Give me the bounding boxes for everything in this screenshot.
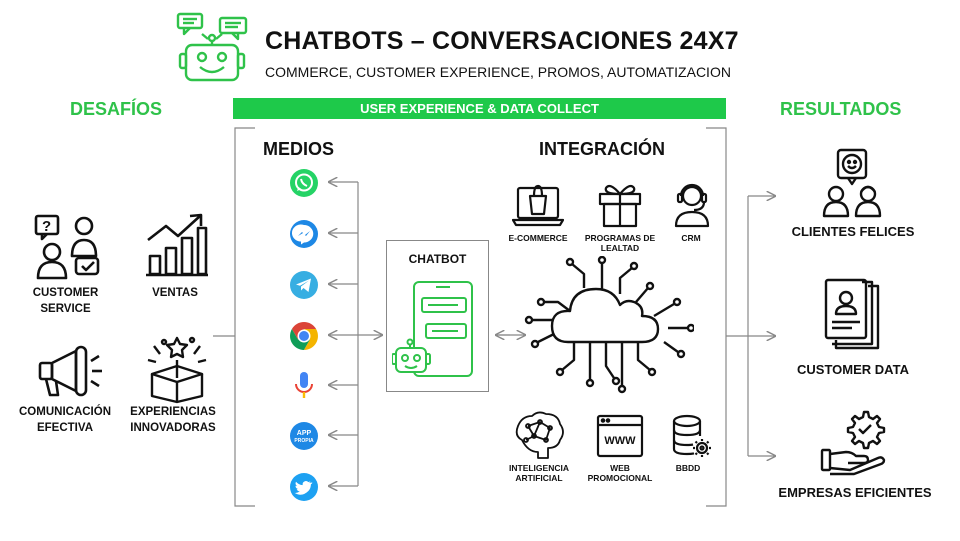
integ-web-label: WEB PROMOCIONAL (587, 463, 653, 483)
cloud-network-icon (524, 256, 694, 394)
svg-text:?: ? (42, 218, 51, 235)
page-title: CHATBOTS – CONVERSACIONES 24X7 (265, 27, 739, 55)
desafios-heading: DESAFÍOS (70, 99, 163, 119)
telegram-icon[interactable] (289, 270, 319, 305)
www-text: WWW (604, 435, 636, 447)
integ-crm-label: CRM (681, 233, 701, 243)
efficient-company-icon (820, 408, 888, 476)
chatbot-label: CHATBOT (408, 252, 467, 266)
integ-bbdd-label: BBDD (675, 463, 701, 473)
crm-headset-icon (670, 180, 714, 228)
messenger-icon[interactable] (289, 219, 319, 254)
user-experience-band: USER EXPERIENCE & DATA COLLECT (233, 98, 726, 119)
integ-ecommerce-label: E-COMMERCE (508, 233, 568, 243)
resultado-empresas-label: EMPRESAS EFICIENTES (778, 485, 932, 500)
resultado-customer-data-label: CUSTOMER DATA (797, 362, 909, 377)
web-browser-icon: WWW (596, 414, 644, 458)
chatbot-phone-icon (392, 280, 484, 380)
customer-service-icon: ? (32, 212, 104, 280)
desafio-customer-service-label: CUSTOMER SERVICE (32, 287, 99, 315)
chrome-icon[interactable] (289, 321, 319, 356)
happy-clients-icon (820, 148, 884, 218)
twitter-icon[interactable] (289, 472, 319, 507)
customer-data-icon (822, 278, 884, 350)
desafio-experiencias-label: EXPERIENCIAS INNOVADORAS (130, 406, 216, 434)
svg-text:PROPIA: PROPIA (294, 438, 314, 444)
resultados-heading: RESULTADOS (780, 99, 902, 119)
desafio-comunicacion-label: COMUNICACIÓN EFECTIVA (19, 406, 111, 434)
megaphone-icon (36, 345, 108, 401)
app-propia-icon[interactable]: APP PROPIA (289, 421, 319, 456)
chatbot-panel (386, 240, 489, 392)
sales-chart-icon (144, 210, 210, 278)
whatsapp-icon[interactable] (289, 168, 319, 203)
database-icon (670, 414, 712, 458)
loyalty-gift-icon (596, 180, 644, 228)
gift-box-icon (142, 334, 212, 404)
svg-text:APP: APP (297, 430, 312, 437)
voice-mic-icon[interactable] (289, 370, 319, 405)
desafio-ventas-label: VENTAS (152, 287, 198, 299)
medios-heading: MEDIOS (263, 139, 335, 159)
ecommerce-laptop-icon (512, 180, 564, 228)
integracion-heading: INTEGRACIÓN (539, 139, 665, 159)
ai-brain-icon (512, 410, 566, 460)
integ-ia-label: INTELIGENCIA ARTIFICIAL (509, 463, 569, 483)
page-subtitle: COMMERCE, CUSTOMER EXPERIENCE, PROMOS, A… (265, 64, 731, 80)
resultado-clientes-label: CLIENTES FELICES (791, 224, 915, 239)
chatbot-logo-icon (176, 12, 248, 84)
integ-lealtad-label: PROGRAMAS DE LEALTAD (584, 233, 656, 253)
